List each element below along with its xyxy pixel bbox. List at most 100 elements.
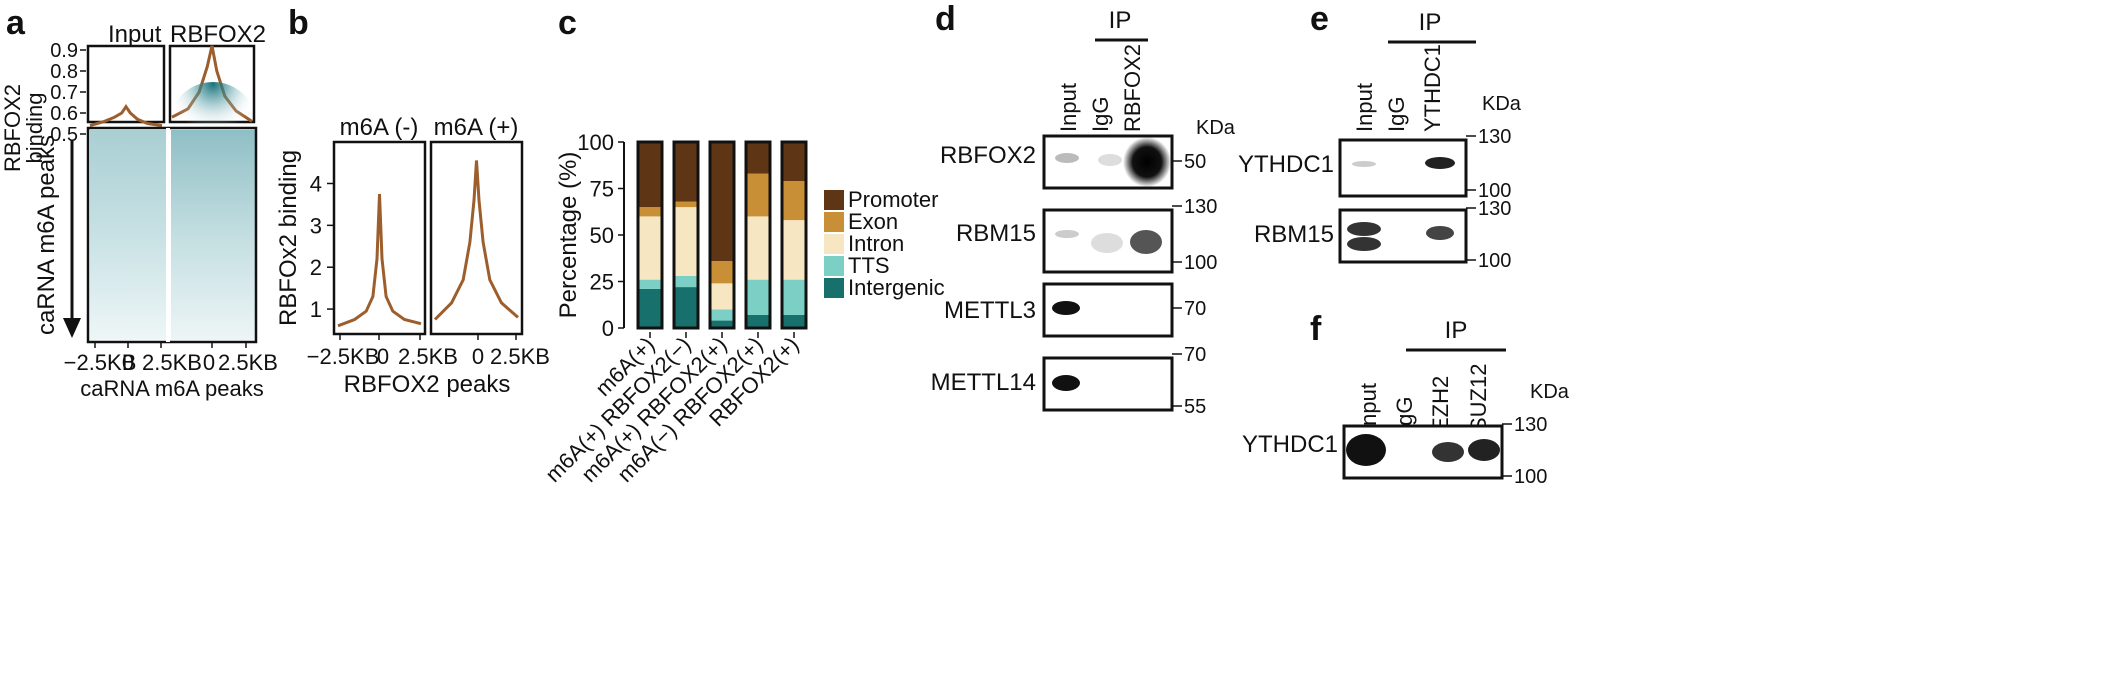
b-xlabel: RBFOX2 peaks — [344, 371, 511, 398]
band — [1055, 230, 1079, 238]
legend-swatch — [824, 278, 844, 298]
band — [1052, 375, 1080, 391]
blot-label: YTHDC1 — [1242, 431, 1338, 458]
blot-label: RBM15 — [956, 220, 1036, 247]
kda-label: KDa — [1482, 93, 1522, 115]
xtick: 0 — [122, 350, 134, 375]
bar-segment — [782, 181, 806, 221]
marker: 130 — [1478, 126, 1511, 148]
profile-ylabel-line1: RBFOX2 — [0, 84, 25, 172]
band — [1346, 434, 1386, 466]
band — [1091, 233, 1123, 253]
marker: 100 — [1478, 180, 1511, 202]
bar-segment — [782, 220, 806, 280]
heatmap-xlabel: caRNA m6A peaks — [80, 376, 263, 401]
bar-segment — [638, 207, 662, 217]
legend-label: Intron — [848, 231, 904, 256]
xtick: 2.5KB — [142, 350, 202, 375]
panel-label-b: b — [288, 4, 309, 42]
legend-label: TTS — [848, 253, 890, 278]
marker: 100 — [1514, 466, 1547, 488]
marker: 130 — [1514, 414, 1547, 436]
heatmap-hotspot — [167, 82, 259, 178]
xtick: 0 — [203, 350, 215, 375]
ytick: 50 — [590, 223, 614, 248]
band — [1425, 157, 1455, 169]
legend-swatch — [824, 256, 844, 276]
bar-segment — [746, 216, 770, 280]
legend-swatch — [824, 212, 844, 232]
xtick: −2.5KB — [307, 344, 380, 369]
profile-line-1 — [433, 160, 519, 321]
ytick: 2 — [310, 255, 322, 280]
band — [1347, 222, 1381, 236]
b-ylabel: RBFOx2 binding — [275, 150, 302, 326]
bar-segment — [710, 142, 734, 262]
legend-label: Promoter — [848, 187, 938, 212]
ip-label: IP — [1445, 317, 1468, 344]
heatmap-ylabel: caRNA m6A peaks — [33, 135, 60, 335]
legend-label: Exon — [848, 209, 898, 234]
panel-label-c: c — [558, 4, 577, 42]
panel-a: a Input RBFOX2 RBFOX2 binding 0.9 0.8 0.… — [0, 4, 278, 401]
xtick: 2.5KB — [398, 344, 458, 369]
ytick: 0.8 — [50, 61, 78, 83]
bar-segment — [674, 275, 698, 288]
bar-segment — [746, 314, 770, 328]
panel-label-f: f — [1310, 310, 1322, 348]
ytick: 1 — [310, 297, 322, 322]
c-ylabel: Percentage (%) — [555, 152, 582, 319]
bar-outline — [780, 140, 808, 330]
band — [1426, 226, 1454, 240]
band — [1123, 137, 1171, 187]
xtick: 2.5KB — [490, 344, 550, 369]
band — [1098, 154, 1122, 166]
band — [1347, 237, 1381, 251]
lane-label: Input — [1356, 383, 1381, 432]
blot-label: METTL14 — [931, 369, 1036, 396]
marker: 100 — [1184, 252, 1217, 274]
bar-segment — [638, 142, 662, 208]
profile-box-m6a-plus — [429, 140, 524, 336]
ytick: 4 — [310, 171, 322, 196]
marker: 55 — [1184, 396, 1206, 418]
legend-label: Intergenic — [848, 275, 945, 300]
panel-e: e IP Input IgG YTHDC1 KDa YTHDC1 130 100… — [1238, 0, 1522, 272]
band — [1352, 161, 1376, 167]
blot-label: RBM15 — [1254, 221, 1334, 248]
bar-segment — [674, 287, 698, 328]
ytick: 25 — [590, 270, 614, 295]
header-input: Input — [108, 21, 162, 48]
header-m6a-minus: m6A (-) — [340, 114, 419, 141]
bar-segment — [638, 288, 662, 328]
marker: 130 — [1184, 196, 1217, 218]
profile-box-input — [86, 44, 166, 124]
panel-label-e: e — [1310, 0, 1329, 38]
profile-line-0 — [89, 104, 163, 128]
ip-label: IP — [1109, 7, 1132, 34]
bar-segment — [782, 279, 806, 315]
band — [1468, 439, 1500, 461]
panel-label-a: a — [6, 4, 26, 42]
xtick: 0 — [472, 344, 484, 369]
blot-label: METTL3 — [944, 297, 1036, 324]
arrow-head — [63, 318, 81, 338]
lane-label: SUZ12 — [1466, 364, 1491, 432]
profile-ylabel-line2: binding — [22, 93, 47, 164]
marker: 130 — [1478, 198, 1511, 220]
bar-outline — [636, 140, 664, 330]
blot-label: YTHDC1 — [1238, 151, 1334, 178]
lane-label: EZH2 — [1428, 376, 1453, 432]
ytick: 3 — [310, 213, 322, 238]
bar-segment — [638, 216, 662, 280]
ip-label: IP — [1419, 9, 1442, 36]
bar-segment — [674, 207, 698, 276]
band — [1052, 301, 1080, 315]
lane-label: Input — [1056, 83, 1081, 132]
panel-label-d: d — [935, 0, 956, 38]
marker: 50 — [1184, 151, 1206, 173]
kda-label: KDa — [1196, 117, 1236, 139]
bar-segment — [746, 173, 770, 217]
heatmap-frame — [86, 126, 258, 344]
